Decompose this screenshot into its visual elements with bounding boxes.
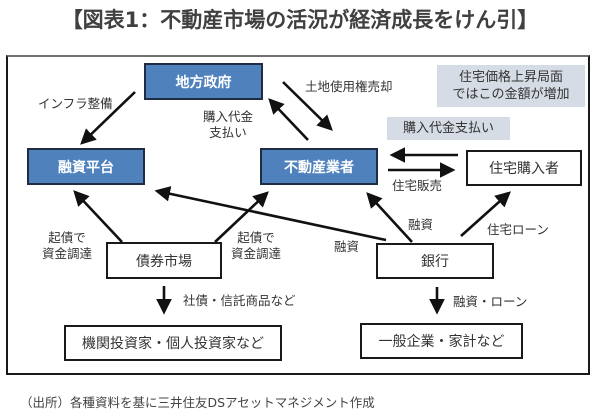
label-home-sale: 住宅販売 <box>392 178 443 193</box>
diagram-frame <box>6 55 590 375</box>
node-bank: 銀行 <box>376 243 494 279</box>
label-bond-issue-left: 起債で 資金調達 <box>42 230 92 262</box>
label-bond-issue-right: 起債で 資金調達 <box>231 230 281 262</box>
node-home-buyer: 住宅購入者 <box>466 150 582 186</box>
label-loans: 融資・ローン <box>453 294 528 309</box>
label-bond-issue-left-line1: 起債で <box>48 230 86 245</box>
node-local-government: 地方政府 <box>144 63 263 100</box>
label-bond-issue-right-line1: 起債で <box>237 230 275 245</box>
node-investors: 機関投資家・個人投資家など <box>64 325 282 361</box>
node-financing-platform: 融資平台 <box>27 148 145 185</box>
label-purchase-payment: 購入代金 支払い <box>203 109 253 141</box>
label-bond-issue-right-line2: 資金調達 <box>231 246 282 261</box>
note-price-rise-line1: 住宅価格上昇局面 <box>458 70 563 85</box>
label-mortgage: 住宅ローン <box>487 222 549 237</box>
note-price-rise: 住宅価格上昇局面 ではこの金額が増加 <box>437 65 585 107</box>
label-infrastructure: インフラ整備 <box>38 96 113 111</box>
label-bonds-trust-products: 社債・信託商品など <box>183 293 296 308</box>
label-loan-to-developer: 融資 <box>408 217 434 232</box>
note-purchase-payment: 購入代金支払い <box>387 117 510 140</box>
label-bond-issue-left-line2: 資金調達 <box>42 246 93 261</box>
label-loan-to-platform: 融資 <box>334 239 360 254</box>
note-price-rise-line2: ではこの金額が増加 <box>452 87 570 102</box>
source-note: （出所）各種資料を基に三井住友DSアセットマネジメント作成 <box>20 395 375 410</box>
label-purchase-payment-line1: 購入代金 <box>203 109 254 124</box>
node-companies-households: 一般企業・家計など <box>360 323 523 359</box>
node-bond-market: 債券市場 <box>106 242 222 279</box>
label-purchase-payment-line2: 支払い <box>209 125 247 140</box>
node-real-estate-developer: 不動産業者 <box>260 148 378 185</box>
label-land-sale: 土地使用権売却 <box>305 79 393 94</box>
figure-title: 【図表1：不動産市場の活況が経済成長をけん引】 <box>61 8 539 32</box>
